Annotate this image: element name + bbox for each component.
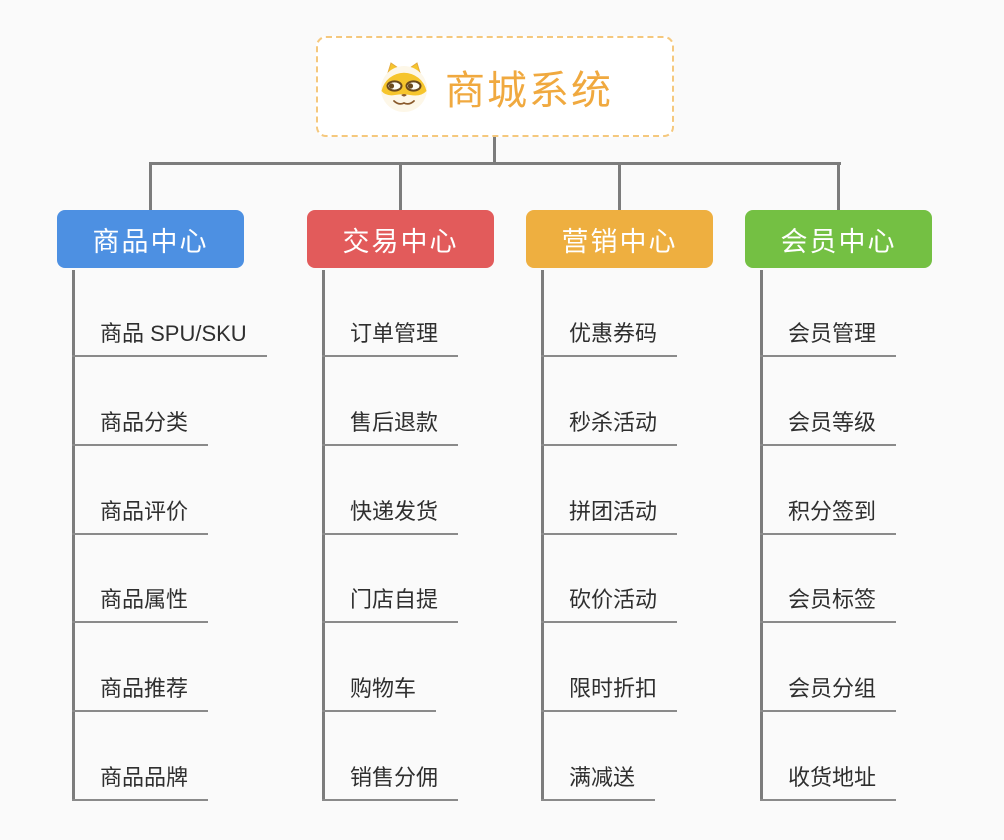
connector-branch-spine-marketing-center: [541, 270, 544, 801]
connector-branch-spine-trade-center: [322, 270, 325, 801]
leaf-topic[interactable]: 门店自提: [322, 585, 459, 623]
branch-topic-label: 交易中心: [342, 226, 459, 257]
connector-branch-stub-trade-center: [399, 162, 402, 210]
connector-branch-stub-marketing-center: [618, 162, 621, 210]
branch-topic-label: 营销中心: [561, 226, 678, 257]
leaf-topic[interactable]: 砍价活动: [541, 585, 678, 623]
root-topic[interactable]: 商城系统: [316, 36, 674, 137]
branch-topic-marketing-center[interactable]: 营销中心: [526, 210, 713, 268]
leaf-topic[interactable]: 会员等级: [760, 408, 897, 446]
leaf-topic[interactable]: 秒杀活动: [541, 408, 678, 446]
leaf-topic[interactable]: 购物车: [322, 674, 437, 712]
leaf-topic[interactable]: 订单管理: [322, 319, 459, 357]
leaf-topic[interactable]: 会员标签: [760, 585, 897, 623]
leaf-topic[interactable]: 商品 SPU/SKU: [72, 319, 267, 357]
leaf-topic[interactable]: 商品推荐: [72, 674, 209, 712]
branch-topic-label: 商品中心: [92, 226, 209, 257]
leaf-topic[interactable]: 快递发货: [322, 497, 459, 535]
connector-branch-spine-member-center: [760, 270, 763, 801]
leaf-topic[interactable]: 会员管理: [760, 319, 897, 357]
leaf-topic[interactable]: 销售分佣: [322, 763, 459, 801]
root-topic-label: 商城系统: [445, 68, 613, 113]
branch-topic-trade-center[interactable]: 交易中心: [307, 210, 494, 268]
connector-branch-stub-member-center: [837, 162, 840, 210]
leaf-topic[interactable]: 优惠券码: [541, 319, 678, 357]
leaf-topic[interactable]: 积分签到: [760, 497, 897, 535]
leaf-topic[interactable]: 商品品牌: [72, 763, 209, 801]
connector-horizontal-rail: [149, 162, 841, 165]
leaf-topic[interactable]: 收货地址: [760, 763, 897, 801]
leaf-topic[interactable]: 商品评价: [72, 497, 209, 535]
branch-topic-label: 会员中心: [780, 226, 897, 257]
connector-branch-spine-product-center: [72, 270, 75, 801]
connector-root-stub: [493, 137, 496, 163]
branch-topic-member-center[interactable]: 会员中心: [745, 210, 932, 268]
leaf-topic[interactable]: 商品属性: [72, 585, 209, 623]
connector-branch-stub-product-center: [149, 162, 152, 210]
leaf-topic[interactable]: 商品分类: [72, 408, 209, 446]
leaf-topic[interactable]: 拼团活动: [541, 497, 678, 535]
leaf-topic[interactable]: 满减送: [541, 763, 656, 801]
leaf-topic[interactable]: 售后退款: [322, 408, 459, 446]
leaf-topic[interactable]: 限时折扣: [541, 674, 678, 712]
dog-face-icon: [377, 61, 431, 112]
leaf-topic[interactable]: 会员分组: [760, 674, 897, 712]
branch-topic-product-center[interactable]: 商品中心: [57, 210, 244, 268]
